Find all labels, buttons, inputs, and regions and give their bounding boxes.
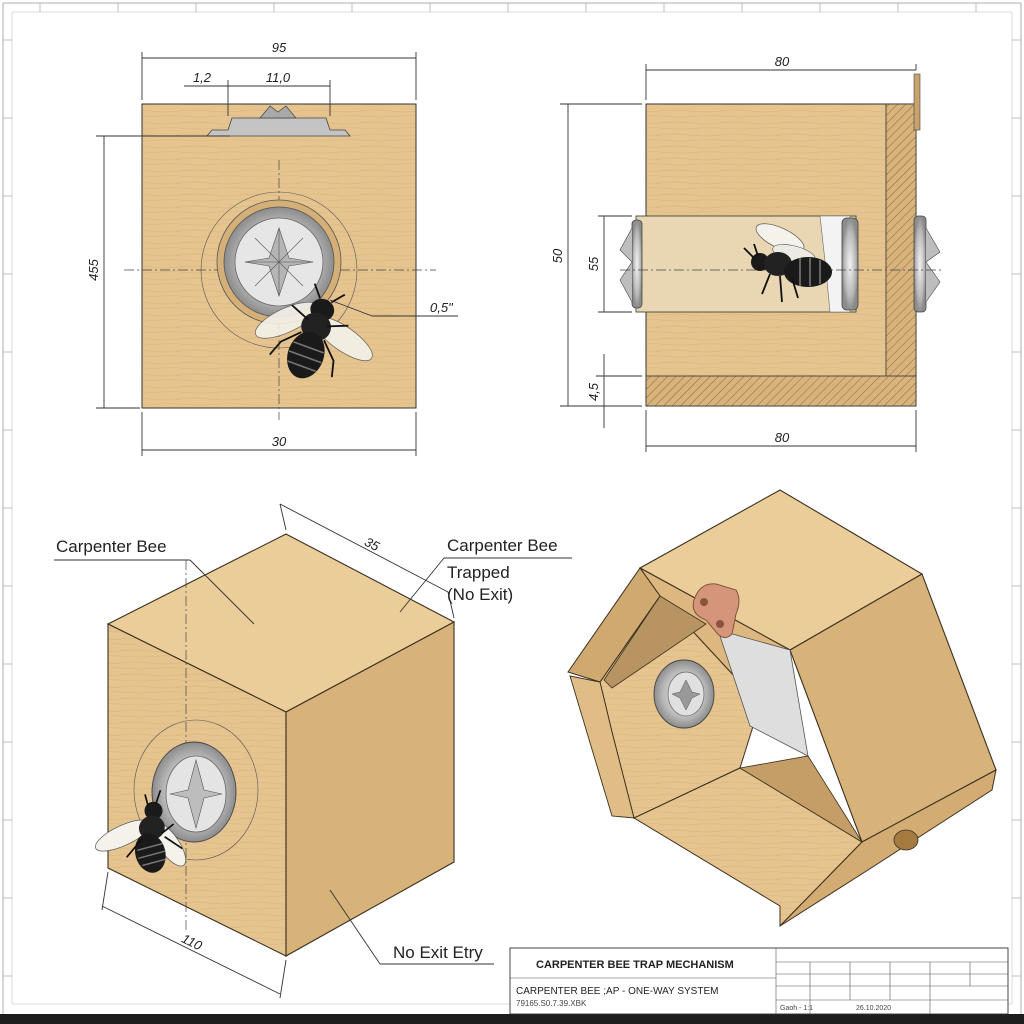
front-dim-inner-right: 11,0	[266, 70, 291, 85]
iso-view-open	[567, 489, 997, 928]
label-trapped-line2: Trapped	[447, 563, 510, 582]
side-dim-bottom-small: 4,5	[586, 382, 601, 401]
hinge-plate-icon	[692, 583, 740, 638]
one-way-funnel-front	[244, 227, 314, 297]
front-dim-inner-left: 1,2	[193, 70, 212, 85]
side-dim-bottom: 80	[775, 430, 790, 445]
front-view: 95 1,2 11,0 455 30 0,5"	[86, 40, 458, 456]
label-carpenter-bee: Carpenter Bee	[56, 537, 167, 556]
iso-callouts: Carpenter Bee Carpenter Bee Trapped (No …	[54, 536, 572, 965]
title-block-title: CARPENTER BEE TRAP MECHANISM	[536, 959, 734, 971]
side-view: 80 50 55 4,5 80	[550, 54, 944, 452]
title-block-date: 26.10.2020	[856, 1005, 891, 1012]
bee-icon-front	[254, 283, 373, 379]
side-dim-left-inner: 55	[586, 256, 601, 271]
bee-icon-side	[743, 223, 832, 303]
label-trapped-line3: (No Exit)	[447, 585, 513, 604]
title-block-subtitle: CARPENTER BEE ;AP - ONE-WAY SYSTEM	[516, 986, 718, 997]
front-dim-left: 455	[86, 258, 101, 280]
title-block-scale: Gaoh - 1:1	[780, 1005, 813, 1012]
side-dimensions: 80 50 55 4,5 80	[550, 54, 917, 452]
title-block-part-number: 79165.S0.7.39.XBK	[516, 999, 587, 1008]
iso-dimensions: 35 110	[101, 503, 455, 999]
iso-dim-bottom: 110	[179, 931, 205, 954]
side-dim-top: 80	[775, 54, 790, 69]
iso-dim-top: 35	[362, 534, 382, 554]
title-block: CARPENTER BEE TRAP MECHANISM CARPENTER B…	[509, 947, 1009, 1015]
front-dim-top: 95	[272, 40, 287, 55]
front-dim-hole: 0,5"	[430, 300, 454, 315]
side-dim-left-outer: 50	[550, 248, 565, 263]
frame-ticks	[3, 3, 1021, 977]
bee-icon-iso	[95, 789, 186, 873]
open-box-funnel	[653, 659, 715, 729]
label-no-exit: No Exit Etry	[393, 943, 483, 962]
front-dimensions: 95 1,2 11,0 455 30 0,5"	[86, 40, 458, 456]
iso-entry-hole	[133, 719, 259, 861]
iso-view-closed: 35 110 Carpenter Bee Carpenter Bee Trapp…	[54, 503, 572, 999]
label-trapped-line1: Carpenter Bee	[447, 536, 558, 555]
front-dim-bottom: 30	[272, 434, 287, 449]
